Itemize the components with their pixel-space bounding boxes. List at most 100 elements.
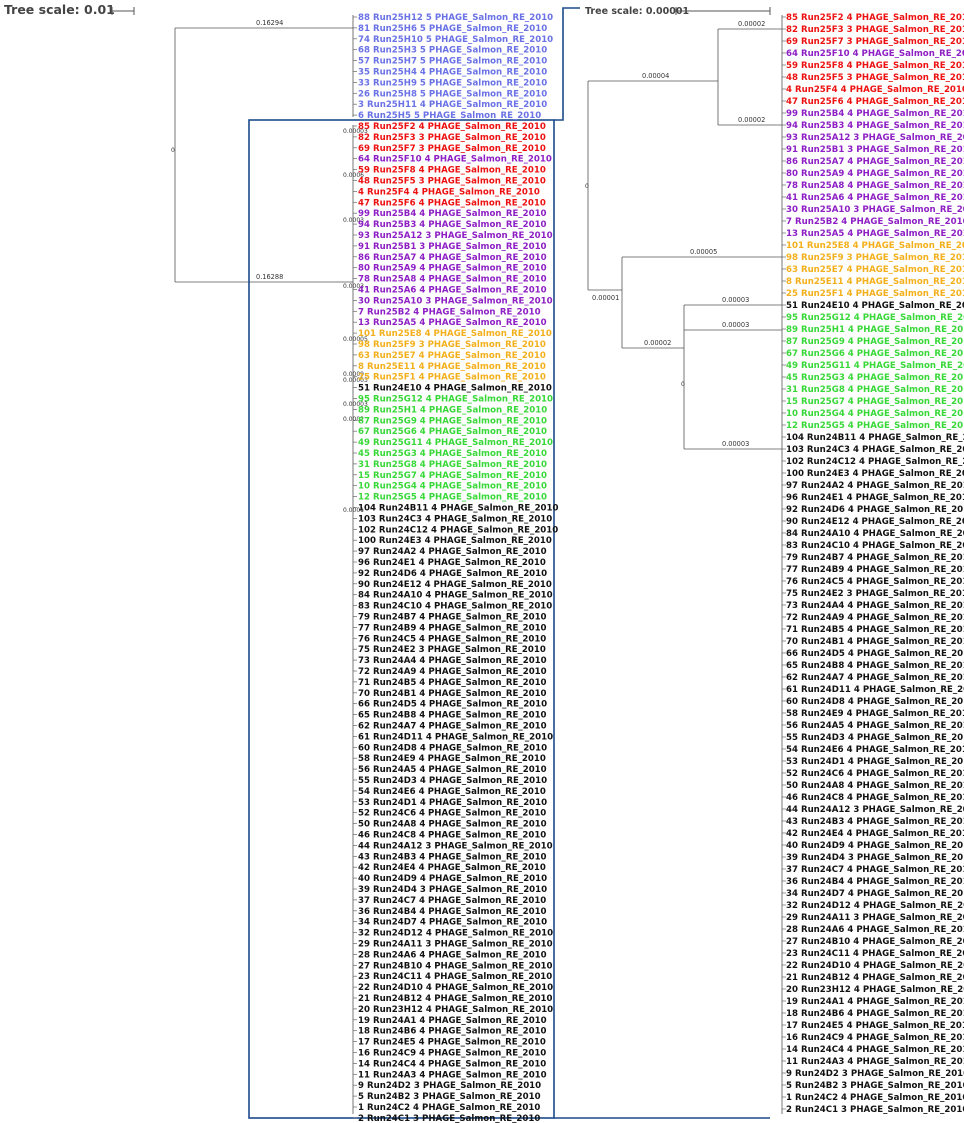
right-yellow-clade-length: 0.00005 (690, 248, 717, 256)
left-leaf-label: 57 Run25H7 5 PHAGE_Salmon_RE_2010 (358, 57, 547, 67)
left-leaf-label: 42 Run24E4 4 PHAGE_Salmon_RE_2010 (358, 863, 546, 873)
left-leaf-label: 76 Run24C5 4 PHAGE_Salmon_RE_2010 (358, 634, 546, 644)
right-leaf-label: 64 Run25F10 4 PHAGE_Salmon_RE_2010 (786, 49, 964, 59)
left-leaf-label: 96 Run24E1 4 PHAGE_Salmon_RE_2010 (358, 558, 546, 568)
left-internal-label-5: 0.0009 (343, 371, 364, 378)
left-leaf-label: 43 Run24B3 4 PHAGE_Salmon_RE_2010 (358, 852, 547, 862)
left-leaf-label: 41 Run25A6 4 PHAGE_Salmon_RE_2010 (358, 286, 547, 296)
right-leaf-label: 102 Run24C12 4 PHAGE_Salmon_RE_2010 (786, 457, 964, 467)
left-leaf-label: 64 Run25F10 4 PHAGE_Salmon_RE_2010 (358, 155, 552, 165)
left-leaf-label: 44 Run24A12 3 PHAGE_Salmon_RE_2010 (358, 841, 553, 851)
left-leaf-label: 5 Run24B2 3 PHAGE_Salmon_RE_2010 (358, 1092, 541, 1102)
left-leaf-label: 11 Run24A3 4 PHAGE_Salmon_RE_2010 (358, 1070, 547, 1080)
right-leaf-label: 5 Run24B2 3 PHAGE_Salmon_RE_2010 (786, 1081, 964, 1091)
right-leaf-label: 39 Run24D4 3 PHAGE_Salmon_RE_2010 (786, 853, 964, 863)
right-leaf-label: 41 Run25A6 4 PHAGE_Salmon_RE_2010 (786, 193, 964, 203)
right-scale-bar: Tree scale: 0.00001 (585, 6, 771, 17)
right-leaf-label: 87 Run25G9 4 PHAGE_Salmon_RE_2010 (786, 337, 964, 347)
left-leaf-label: 13 Run25A5 4 PHAGE_Salmon_RE_2010 (358, 318, 547, 328)
right-leaf-label: 13 Run25A5 4 PHAGE_Salmon_RE_2010 (786, 229, 964, 239)
right-leaf-label: 52 Run24C6 4 PHAGE_Salmon_RE_2010 (786, 769, 964, 779)
right-leaf-label: 9 Run24D2 3 PHAGE_Salmon_RE_2010 (786, 1069, 964, 1079)
left-leaf-label: 81 Run25H6 5 PHAGE_Salmon_RE_2010 (358, 24, 547, 34)
right-black-single-length: 0.00003 (722, 296, 749, 304)
right-leaf-label: 78 Run25A8 4 PHAGE_Salmon_RE_2010 (786, 181, 964, 191)
left-leaf-label: 66 Run24D5 4 PHAGE_Salmon_RE_2010 (358, 700, 547, 710)
left-internal-label-3: 0.0003 (343, 283, 364, 290)
right-leaf-label: 76 Run24C5 4 PHAGE_Salmon_RE_2010 (786, 577, 964, 587)
right-leaf-label: 99 Run25B4 4 PHAGE_Salmon_RE_2010 (786, 109, 964, 119)
right-leaf-label: 73 Run24A4 4 PHAGE_Salmon_RE_2010 (786, 601, 964, 611)
right-leaf-label: 67 Run25G6 4 PHAGE_Salmon_RE_2010 (786, 349, 964, 359)
right-leaf-label: 28 Run24A6 4 PHAGE_Salmon_RE_2010 (786, 925, 964, 935)
right-leaf-label: 100 Run24E3 4 PHAGE_Salmon_RE_2010 (786, 469, 964, 479)
right-leaf-label: 63 Run25E7 4 PHAGE_Salmon_RE_2010 (786, 265, 964, 275)
right-leaf-label: 82 Run25F3 3 PHAGE_Salmon_RE_2010 (786, 25, 964, 35)
left-leaf-label: 37 Run24C7 4 PHAGE_Salmon_RE_2010 (358, 896, 546, 906)
right-leaf-label: 97 Run24A2 4 PHAGE_Salmon_RE_2010 (786, 481, 964, 491)
left-leaf-label: 52 Run24C6 4 PHAGE_Salmon_RE_2010 (358, 809, 546, 819)
left-leaf-label: 36 Run24B4 4 PHAGE_Salmon_RE_2010 (358, 907, 547, 917)
right-leaf-label: 66 Run24D5 4 PHAGE_Salmon_RE_2010 (786, 649, 964, 659)
left-leaf-label: 48 Run25F5 3 PHAGE_Salmon_RE_2010 (358, 177, 546, 187)
right-leaf-label: 86 Run25A7 4 PHAGE_Salmon_RE_2010 (786, 157, 964, 167)
right-leaf-label: 8 Run25E11 4 PHAGE_Salmon_RE_2010 (786, 277, 964, 287)
left-leaf-label: 49 Run25G11 4 PHAGE_Salmon_RE_2010 (358, 438, 553, 448)
right-leaf-label: 92 Run24D6 4 PHAGE_Salmon_RE_2010 (786, 505, 964, 515)
left-leaf-label: 90 Run24E12 4 PHAGE_Salmon_RE_2010 (358, 580, 552, 590)
right-leaf-label: 93 Run25A12 3 PHAGE_Salmon_RE_2010 (786, 133, 964, 143)
right-leaf-label: 83 Run24C10 4 PHAGE_Salmon_RE_2010 (786, 541, 964, 551)
left-leaf-label: 10 Run25G4 4 PHAGE_Salmon_RE_2010 (358, 482, 547, 492)
left-leaf-label: 91 Run25B1 3 PHAGE_Salmon_RE_2010 (358, 242, 547, 252)
left-leaf-label: 29 Run24A11 3 PHAGE_Salmon_RE_2010 (358, 940, 553, 950)
right-leaf-label: 77 Run24B9 4 PHAGE_Salmon_RE_2010 (786, 565, 964, 575)
right-leaf-label: 10 Run25G4 4 PHAGE_Salmon_RE_2010 (786, 409, 964, 419)
left-root-node-label: 0 (171, 147, 175, 154)
right-leaf-label: 23 Run24C11 4 PHAGE_Salmon_RE_2010 (786, 949, 964, 959)
right-leaf-label: 59 Run25F8 4 PHAGE_Salmon_RE_2010 (786, 61, 964, 71)
left-leaf-label: 61 Run24D11 4 PHAGE_Salmon_RE_2010 (358, 732, 553, 742)
left-leaf-label: 40 Run24D9 4 PHAGE_Salmon_RE_2010 (358, 874, 547, 884)
right-leaf-label: 12 Run25G5 4 PHAGE_Salmon_RE_2010 (786, 421, 964, 431)
left-leaf-label: 34 Run24D7 4 PHAGE_Salmon_RE_2010 (358, 918, 547, 928)
right-leaf-label: 96 Run24E1 4 PHAGE_Salmon_RE_2010 (786, 493, 964, 503)
right-leaf-label: 56 Run24A5 4 PHAGE_Salmon_RE_2010 (786, 721, 964, 731)
right-green-clade-length: 0.00003 (722, 321, 749, 329)
right-leaf-label: 29 Run24A11 3 PHAGE_Salmon_RE_2010 (786, 913, 964, 923)
left-top-branch-length: 0.16294 (256, 19, 283, 27)
right-leaf-label: 84 Run24A10 4 PHAGE_Salmon_RE_2010 (786, 529, 964, 539)
right-leaf-label: 60 Run24D8 4 PHAGE_Salmon_RE_2010 (786, 697, 964, 707)
left-leaf-label: 51 Run24E10 4 PHAGE_Salmon_RE_2010 (358, 384, 552, 394)
left-internal-label-2: 0.0003 (343, 217, 364, 224)
left-internal-labels: 0.00003 0.0006 0.0003 0.0003 0.00005 0.0… (343, 128, 368, 514)
right-red-clade-length: 0.00002 (738, 20, 765, 28)
left-leaf-label: 104 Run24B11 4 PHAGE_Salmon_RE_2010 (358, 504, 559, 514)
right-leaf-label: 20 Run23H12 4 PHAGE_Salmon_RE_2010 (786, 985, 964, 995)
left-internal-label-7: 0.00003 (343, 401, 368, 408)
left-leaf-label: 58 Run24E9 4 PHAGE_Salmon_RE_2010 (358, 754, 546, 764)
left-leaf-label: 8 Run25E11 4 PHAGE_Salmon_RE_2010 (358, 362, 546, 372)
left-bottom-branch-length: 0.16288 (256, 273, 283, 281)
right-leaf-label: 45 Run25G3 4 PHAGE_Salmon_RE_2010 (786, 373, 964, 383)
left-leaf-label: 50 Run24A8 4 PHAGE_Salmon_RE_2010 (358, 820, 547, 830)
right-leaf-label: 90 Run24E12 4 PHAGE_Salmon_RE_2010 (786, 517, 964, 527)
right-leaf-label: 69 Run25F7 3 PHAGE_Salmon_RE_2010 (786, 37, 964, 47)
left-leaf-label: 56 Run24A5 4 PHAGE_Salmon_RE_2010 (358, 765, 547, 775)
left-leaf-label: 14 Run24C4 4 PHAGE_Salmon_RE_2010 (358, 1059, 546, 1069)
left-leaf-label: 16 Run24C9 4 PHAGE_Salmon_RE_2010 (358, 1049, 546, 1059)
right-leaf-label: 55 Run24D3 4 PHAGE_Salmon_RE_2010 (786, 733, 964, 743)
right-leaf-label: 21 Run24B12 4 PHAGE_Salmon_RE_2010 (786, 973, 964, 983)
left-leaf-label: 19 Run24A1 4 PHAGE_Salmon_RE_2010 (358, 1016, 547, 1026)
right-scale-label: Tree scale: 0.00001 (585, 6, 689, 17)
left-leaf-label: 25 Run25F1 4 PHAGE_Salmon_RE_2010 (358, 373, 546, 383)
right-leaf-label: 2 Run24C1 3 PHAGE_Salmon_RE_2010 (786, 1105, 964, 1115)
left-leaf-label: 102 Run24C12 4 PHAGE_Salmon_RE_2010 (358, 525, 558, 535)
left-leaf-label: 85 Run25F2 4 PHAGE_Salmon_RE_2010 (358, 122, 546, 132)
right-leaf-label: 50 Run24A8 4 PHAGE_Salmon_RE_2010 (786, 781, 964, 791)
left-internal-label-0: 0.00003 (343, 128, 368, 135)
left-leaf-label: 53 Run24D1 4 PHAGE_Salmon_RE_2010 (358, 798, 547, 808)
right-leaf-label: 7 Run25B2 4 PHAGE_Salmon_RE_2010 (786, 217, 964, 227)
left-leaf-label: 69 Run25F7 3 PHAGE_Salmon_RE_2010 (358, 144, 546, 154)
left-leaf-label: 20 Run23H12 4 PHAGE_Salmon_RE_2010 (358, 1005, 553, 1015)
